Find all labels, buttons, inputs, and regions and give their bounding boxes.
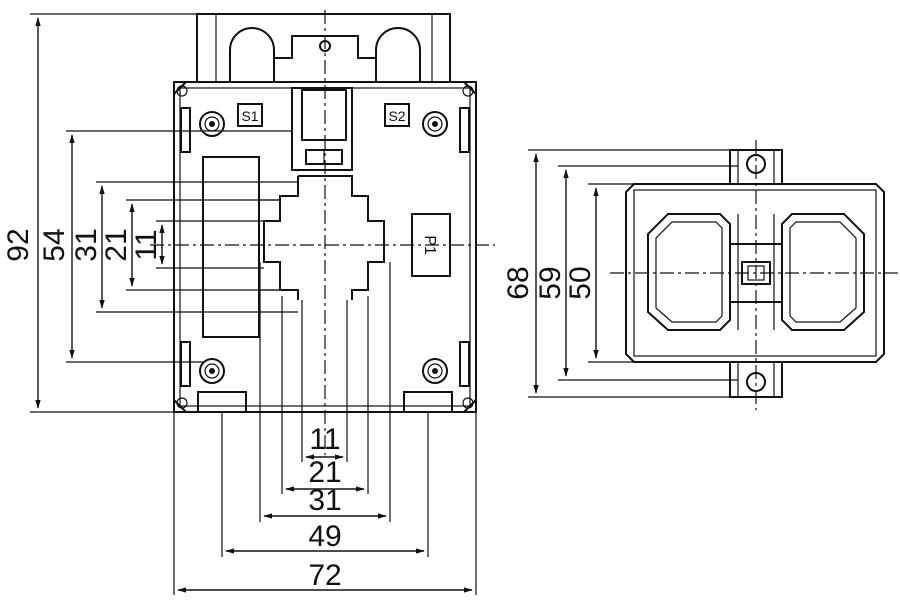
s2-label: S2 <box>388 108 405 124</box>
dim-side-50: 50 <box>564 266 597 299</box>
dim-height-54: 54 <box>38 228 71 261</box>
dim-width-72: 72 <box>308 559 341 592</box>
side-view: 68 59 50 <box>502 140 898 410</box>
dim-height-92: 92 <box>2 228 35 261</box>
s1-label-box <box>237 103 263 127</box>
terminal-screw-top-right-icon <box>422 111 448 137</box>
terminal-screw-bottom-right-icon <box>422 358 448 384</box>
side-left-window <box>647 213 731 331</box>
s2-label-box <box>384 103 410 127</box>
s1-label: S1 <box>241 108 258 124</box>
dim-width-11: 11 <box>309 423 340 456</box>
side-body <box>625 183 885 363</box>
dim-side-68: 68 <box>502 266 535 299</box>
dim-width-49: 49 <box>308 520 341 553</box>
dim-width-21: 21 <box>308 456 341 489</box>
dim-height-11: 11 <box>130 229 163 260</box>
terminal-screw-top-left-icon <box>199 111 225 137</box>
dim-side-59: 59 <box>534 266 567 299</box>
top-bracket <box>196 13 451 82</box>
front-view: P1 S1 S2 <box>2 10 495 595</box>
dim-height-21: 21 <box>100 228 133 261</box>
dim-height-31: 31 <box>70 228 103 261</box>
terminal-screw-bottom-left-icon <box>199 358 225 384</box>
dim-width-31: 31 <box>308 484 341 517</box>
side-right-window <box>781 213 865 331</box>
